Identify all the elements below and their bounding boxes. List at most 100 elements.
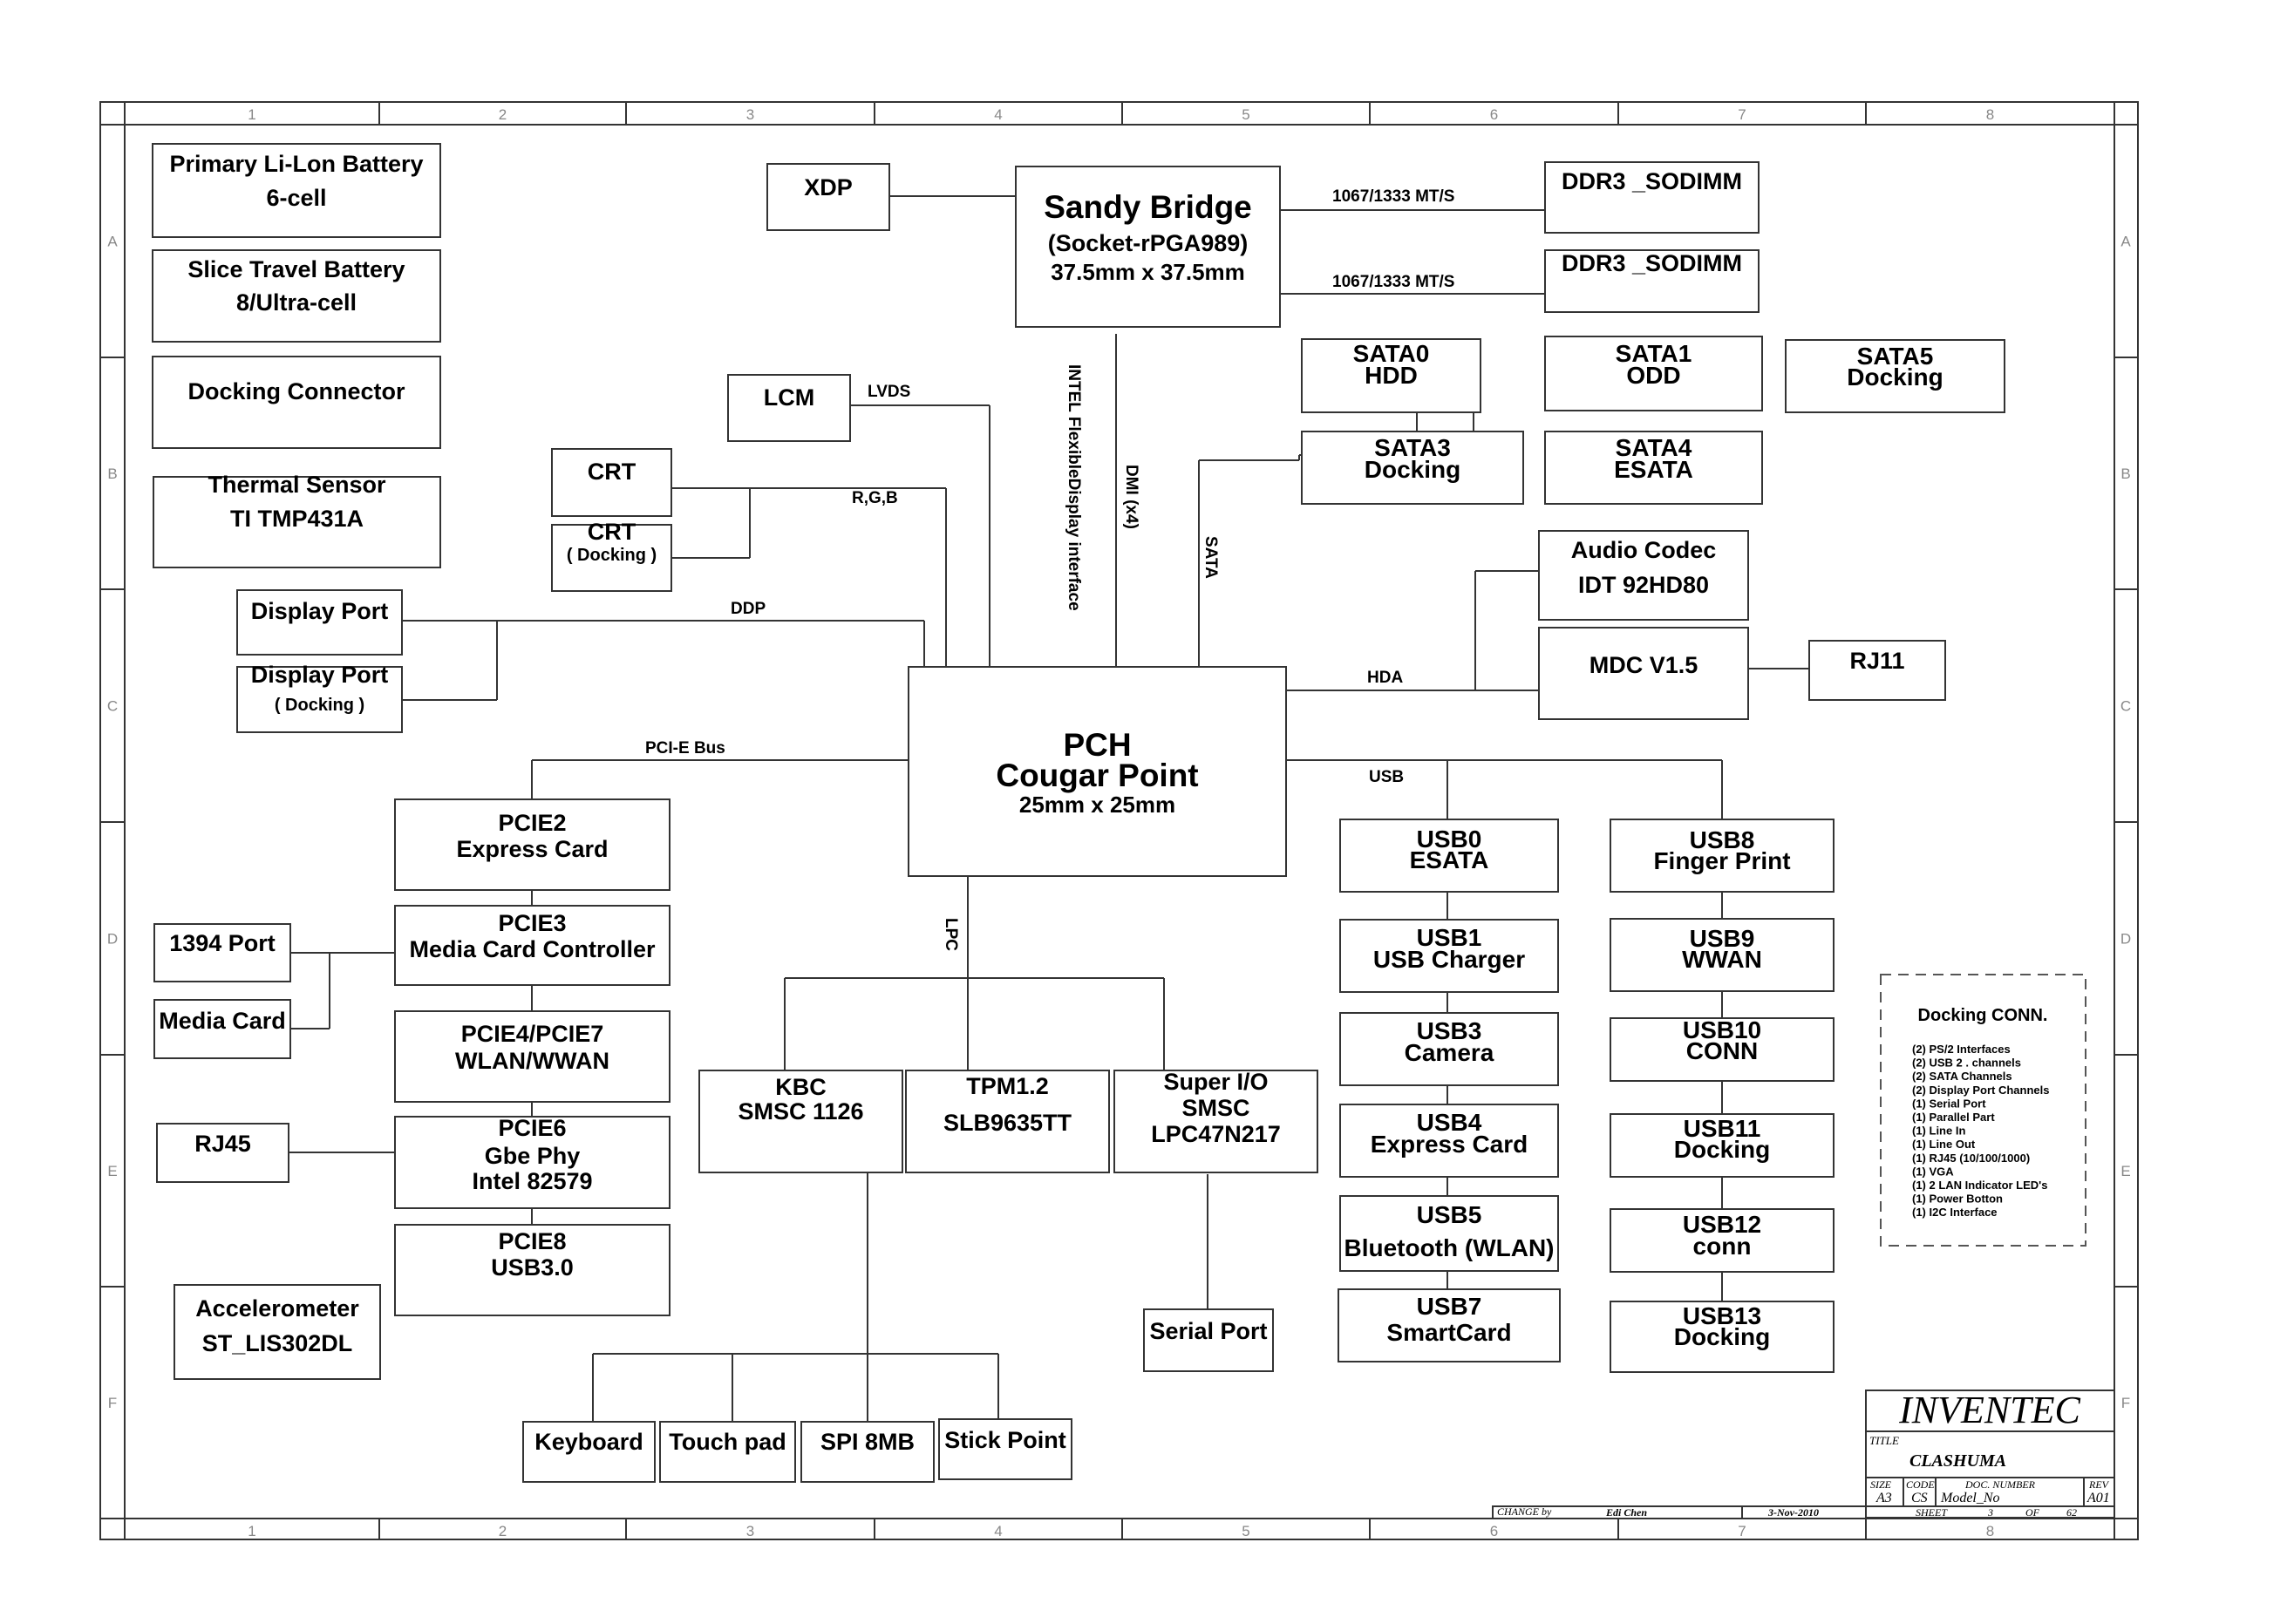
usb3-label-1: USB3 [1417,1017,1482,1044]
sata0-label-1: SATA0 [1353,340,1430,367]
kbc-label-2: SMSC 1126 [738,1098,863,1125]
media-card-label-1: Media Card [159,1008,286,1034]
column-marker-top: 1 [248,106,255,123]
pcie2-label-2: Express Card [456,836,608,862]
accelerometer-label-2: ST_LIS302DL [202,1330,353,1356]
usb13-label-2: Docking [1674,1323,1770,1350]
keyboard-label-1: Keyboard [534,1429,643,1455]
dp-block: Display Port [236,589,403,656]
usb1-label-1: USB1 [1417,924,1482,951]
pcie4-label-1: PCIE4/PCIE7 [461,1021,604,1047]
row-marker-right: C [2120,698,2131,715]
touchpad-label-1: Touch pad [669,1429,786,1455]
rj11-block: RJ11 [1808,640,1946,701]
column-marker-bottom: 6 [1490,1523,1498,1539]
column-marker-top: 6 [1490,106,1498,123]
sata0-label-2: HDD [1365,362,1418,389]
spi-block: SPI 8MB [800,1421,935,1483]
usb11-label-1: USB11 [1684,1115,1761,1142]
docking-conn-item: (1) Serial Port [1912,1097,1986,1110]
cpu-block: Sandy Bridge(Socket-rPGA989)37.5mm x 37.… [1015,166,1281,328]
usb7-label-1: USB7 [1417,1293,1482,1320]
usb4-label-1: USB4 [1417,1109,1482,1136]
battery-primary-label-1: Primary Li-Lon Battery [169,151,423,177]
pcie2-label-1: PCIE2 [498,810,566,836]
outer-border [99,101,2139,1540]
spi-label-1: SPI 8MB [820,1429,915,1455]
xdp-label-1: XDP [804,174,853,200]
docking-conn-item: (2) SATA Channels [1912,1070,2012,1083]
docking-conn-item: (1) Line In [1912,1125,1965,1138]
rj11-label-1: RJ11 [1849,648,1904,674]
change-by-label: CHANGE by [1497,1505,1552,1518]
dp-docking-label-1: Display Port [251,662,389,688]
usb9-label-2: WWAN [1682,946,1762,973]
port1394-block: 1394 Port [153,923,291,982]
usb11-label-2: Docking [1674,1136,1770,1163]
usb9-label-1: USB9 [1690,925,1755,952]
port1394-label-1: 1394 Port [169,930,276,956]
size-value: A3 [1875,1491,1892,1505]
column-marker-bottom: 4 [994,1523,1002,1539]
cpu-label-3: 37.5mm x 37.5mm [1051,259,1245,285]
of-value: 62 [2066,1506,2077,1519]
usb4-label-2: Express Card [1371,1131,1528,1158]
row-marker-left: B [107,465,117,482]
docking-conn-item: (1) Line Out [1912,1138,1976,1151]
column-marker-bottom: 7 [1738,1523,1746,1539]
bus-label-hda: HDA [1367,669,1403,687]
dp-docking-block: Display Port ( Docking ) [236,662,403,733]
pcie6-label-2: Gbe Phy [485,1143,581,1169]
bus-label-pcie: PCI-E Bus [645,739,725,758]
keyboard-block: Keyboard [522,1421,656,1483]
crt-label-1: CRT [588,459,636,485]
sata1-label-2: ODD [1626,362,1680,389]
usb8-label-2: Finger Print [1653,847,1790,874]
ddr3-a-block: DDR3 _SODIMM [1544,161,1760,234]
superio-label-3: LPC47N217 [1151,1121,1281,1147]
lcm-label-1: LCM [764,384,814,411]
docking-conn-item: (1) I2C Interface [1912,1206,1998,1219]
sata4-label-1: SATA4 [1616,434,1692,461]
column-marker-top: 7 [1738,106,1746,123]
tpm-label-2: SLB9635TT [943,1110,1072,1136]
sata1-label-1: SATA1 [1616,340,1692,367]
audio-codec-label-1: Audio Codec [1571,537,1717,563]
crt-docking-label-2: ( Docking ) [567,546,657,565]
bus-label-ddr-b: 1067/1333 MT/S [1332,273,1454,291]
crt-block: CRT [551,448,672,517]
usb7-label-2: SmartCard [1386,1319,1511,1346]
dp-docking-label-2: ( Docking ) [275,696,364,715]
xdp-block: XDP [766,163,890,231]
rev-value: A01 [2086,1491,2110,1505]
rj45-label-1: RJ45 [194,1131,251,1157]
doc-number-label: DOC. NUMBER [1964,1478,2036,1491]
usb13-label-1: USB13 [1683,1302,1761,1329]
usb12-label-1: USB12 [1683,1211,1761,1238]
bus-label-ddr-a: 1067/1333 MT/S [1332,187,1454,206]
usb3-label-2: Camera [1405,1039,1494,1066]
pcie3-label-2: Media Card Controller [409,936,656,962]
usb12-label-2: conn [1693,1233,1752,1260]
drawing-title: CLASHUMA [1909,1451,2006,1471]
pcie8-label-1: PCIE8 [498,1228,566,1254]
row-marker-right: E [2120,1163,2130,1179]
code-label: CODE [1906,1478,1935,1491]
row-marker-left: A [107,234,118,250]
usb1-label-2: USB Charger [1373,946,1525,973]
bus-label-usb: USB [1369,768,1404,786]
thermal-sensor-label-1: Thermal Sensor [208,472,386,498]
docking-conn-title: Docking CONN. [1918,1006,2048,1025]
